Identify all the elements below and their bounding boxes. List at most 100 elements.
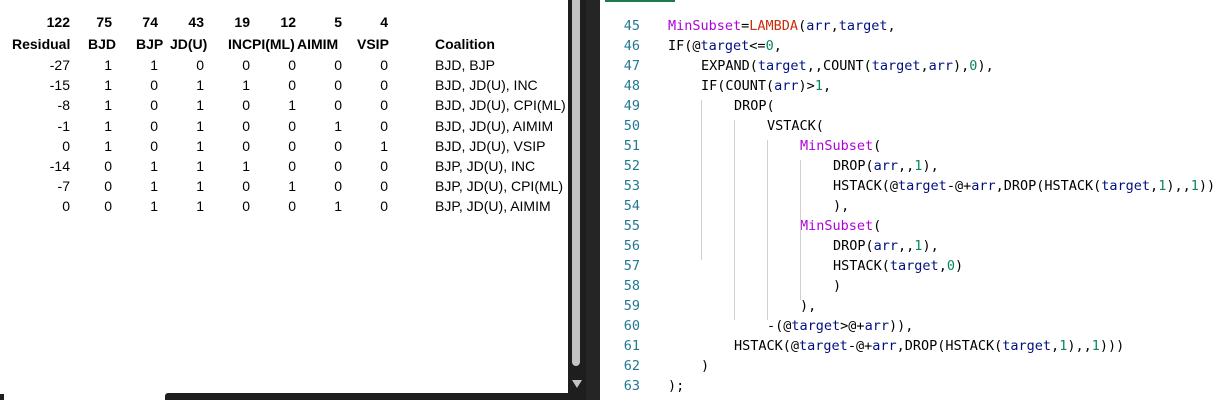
scroll-down-arrow-icon[interactable]: [572, 380, 582, 388]
cell-bjp[interactable]: 1: [150, 158, 158, 174]
cell-inc[interactable]: 1: [242, 158, 250, 174]
cell-jdu[interactable]: 1: [196, 137, 204, 154]
cell-vsip[interactable]: 0: [380, 97, 388, 114]
header-inc[interactable]: INC: [228, 36, 253, 52]
cell-piml[interactable]: 0: [288, 57, 296, 73]
cell-inc[interactable]: 0: [242, 178, 250, 195]
cell-jdu[interactable]: 1: [196, 117, 204, 134]
horizontal-scrollbar-left[interactable]: [0, 394, 4, 400]
scrollbar-thumb[interactable]: [572, 0, 580, 366]
cell-jdu[interactable]: 1: [196, 97, 204, 114]
cell-piml[interactable]: 0: [288, 117, 296, 134]
cell-coalition[interactable]: BJD, BJP: [435, 57, 495, 73]
cell-inc[interactable]: 1: [242, 77, 250, 94]
cell-vsip[interactable]: 0: [380, 198, 388, 215]
cell-bjd[interactable]: 1: [104, 97, 112, 114]
cell-aimim[interactable]: 0: [334, 137, 342, 154]
header-coalition[interactable]: Coalition: [435, 36, 495, 52]
cell-residual[interactable]: -7: [57, 178, 70, 195]
cell-jdu[interactable]: 1: [196, 77, 204, 94]
cell-bjp[interactable]: 0: [150, 77, 158, 94]
cell-inc[interactable]: 0: [242, 57, 250, 73]
cell-residual[interactable]: 0: [62, 198, 70, 215]
cell-vsip[interactable]: 0: [380, 158, 388, 174]
cell-residual[interactable]: -1: [57, 117, 70, 134]
cell-bjd[interactable]: 1: [104, 57, 112, 73]
cell-coalition[interactable]: BJD, JD(U), AIMIM: [435, 117, 554, 134]
cell-bjp[interactable]: 0: [150, 97, 158, 114]
cell-vsip[interactable]: 0: [380, 117, 388, 134]
cell-bjd[interactable]: 1: [104, 137, 112, 154]
cell-aimim[interactable]: 0: [334, 158, 342, 174]
cell-aimim[interactable]: 0: [334, 97, 342, 114]
cell-coalition[interactable]: BJP, JD(U), CPI(ML): [435, 178, 564, 195]
total-bjp[interactable]: 74: [142, 14, 158, 30]
cell-bjd[interactable]: 0: [104, 178, 112, 195]
cell-bjd[interactable]: 1: [104, 77, 112, 94]
header-aimim[interactable]: AIMIM: [297, 36, 339, 52]
cell-vsip[interactable]: 0: [380, 57, 388, 73]
cell-residual[interactable]: -14: [49, 158, 70, 174]
cell-piml[interactable]: 0: [288, 158, 296, 174]
cell-piml[interactable]: 0: [288, 77, 296, 94]
cell-jdu[interactable]: 0: [196, 57, 204, 73]
code-token: 1: [1091, 338, 1100, 354]
cell-coalition[interactable]: BJD, JD(U), INC: [435, 77, 538, 94]
cell-jdu[interactable]: 1: [196, 198, 204, 215]
cell-piml[interactable]: 1: [288, 97, 296, 114]
cell-vsip[interactable]: 0: [380, 178, 388, 195]
cell-aimim[interactable]: 1: [334, 117, 342, 134]
cell-jdu[interactable]: 1: [196, 178, 204, 195]
cell-inc[interactable]: 0: [242, 97, 250, 114]
cell-jdu[interactable]: 1: [196, 158, 204, 174]
cell-residual[interactable]: 0: [62, 137, 70, 154]
header-bjd[interactable]: BJD: [88, 36, 117, 52]
cell-bjd[interactable]: 1: [104, 117, 112, 134]
total-bjd[interactable]: 75: [96, 14, 112, 30]
code-text: DROP(: [734, 96, 775, 116]
cell-aimim[interactable]: 0: [334, 77, 342, 94]
cell-inc[interactable]: 0: [242, 198, 250, 215]
cell-piml[interactable]: 1: [288, 178, 296, 195]
cell-bjp[interactable]: 0: [150, 137, 158, 154]
cell-aimim[interactable]: 1: [334, 198, 342, 215]
cell-piml[interactable]: 0: [288, 198, 296, 215]
total-piml[interactable]: 12: [280, 14, 296, 30]
code-line: 62): [600, 356, 1218, 376]
header-piml[interactable]: PI(ML): [252, 36, 295, 52]
cell-aimim[interactable]: 0: [334, 57, 342, 73]
horizontal-scrollbar[interactable]: [165, 393, 568, 400]
cell-residual[interactable]: -15: [49, 77, 70, 94]
cell-bjd[interactable]: 0: [104, 158, 112, 174]
cell-bjd[interactable]: 0: [104, 198, 112, 215]
cell-residual[interactable]: -8: [57, 97, 70, 114]
cell-residual[interactable]: -27: [49, 57, 70, 73]
cell-coalition[interactable]: BJD, JD(U), VSIP: [435, 137, 546, 154]
cell-vsip[interactable]: 1: [380, 137, 388, 154]
total-jdu[interactable]: 43: [188, 14, 204, 30]
header-bjp[interactable]: BJP: [136, 36, 164, 52]
cell-aimim[interactable]: 0: [334, 178, 342, 195]
header-vsip[interactable]: VSIP: [357, 36, 389, 52]
cell-bjp[interactable]: 0: [150, 117, 158, 134]
cell-bjp[interactable]: 1: [150, 178, 158, 195]
cell-coalition[interactable]: BJP, JD(U), AIMIM: [435, 198, 551, 215]
cell-coalition[interactable]: BJP, JD(U), INC: [435, 158, 536, 174]
cell-bjp[interactable]: 1: [150, 57, 158, 73]
cell-inc[interactable]: 0: [242, 117, 250, 134]
cell-piml[interactable]: 0: [288, 137, 296, 154]
header-residual[interactable]: Residual: [12, 36, 71, 52]
cell-vsip[interactable]: 0: [380, 77, 388, 94]
cell-coalition[interactable]: BJD, JD(U), CPI(ML): [435, 97, 566, 114]
cell-bjp[interactable]: 1: [150, 198, 158, 215]
total-inc[interactable]: 19: [234, 14, 250, 30]
cell-inc[interactable]: 0: [242, 137, 250, 154]
total-aimim[interactable]: 5: [334, 14, 342, 30]
total-vsip[interactable]: 4: [380, 14, 388, 30]
total-residual[interactable]: 122: [46, 14, 70, 30]
header-jdu[interactable]: JD(U): [170, 36, 208, 52]
